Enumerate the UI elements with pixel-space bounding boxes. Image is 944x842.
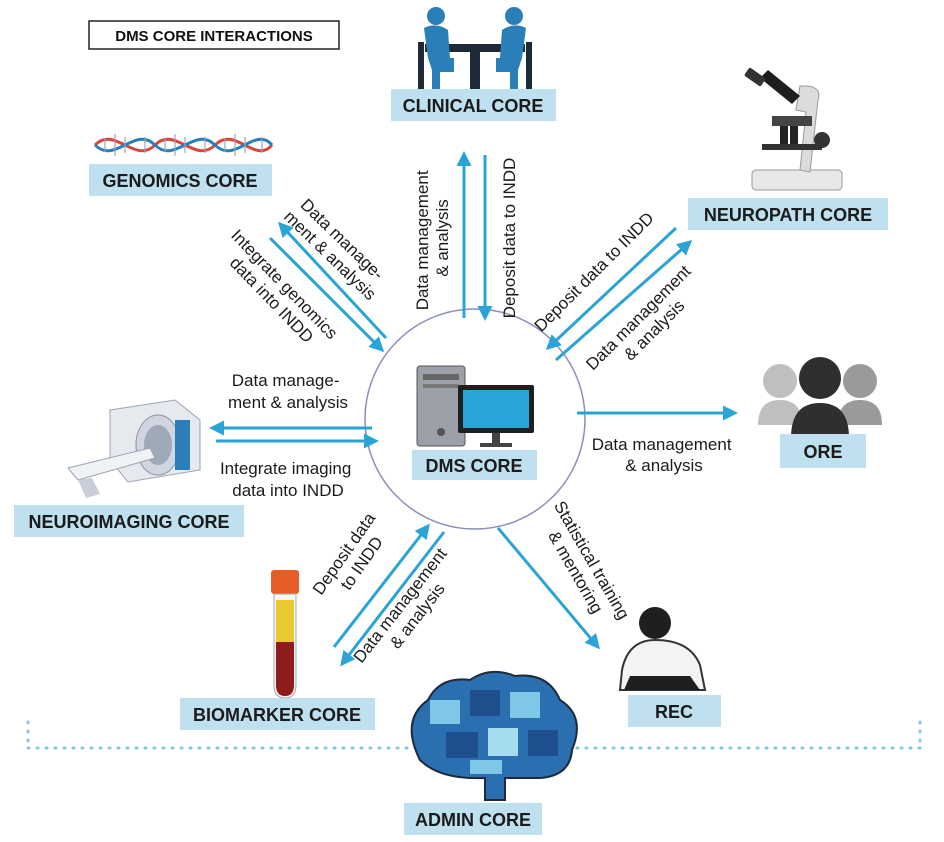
- people-group-icon: [758, 357, 882, 438]
- genomics-core-label: GENOMICS CORE: [89, 164, 272, 196]
- brain-puzzle-icon: [410, 670, 578, 801]
- blood-tube-icon: [271, 570, 299, 699]
- dms-core-text: DMS CORE: [425, 456, 522, 476]
- biomarker-core-text: BIOMARKER CORE: [193, 705, 361, 725]
- arrow-biomarker-to-dms: [332, 523, 430, 648]
- dna-helix-icon: [93, 134, 274, 156]
- clinical-consultation-icon: [418, 7, 532, 92]
- edge-label-ore-out: Data management & analysis: [592, 435, 737, 475]
- neuroimaging-core-label: NEUROIMAGING CORE: [14, 505, 244, 537]
- edge-label-imaging-in: Integrate imaging data into INDD: [220, 459, 356, 500]
- ore-label: ORE: [780, 434, 866, 468]
- clinical-core-label: CLINICAL CORE: [391, 89, 556, 121]
- edge-label-rec-out: Statistical training & mentoring: [533, 498, 636, 637]
- student-writing-icon: [618, 607, 707, 691]
- dms-core-label: DMS CORE: [412, 450, 537, 480]
- arrow-neuropath-to-dms-deposit: [545, 226, 678, 351]
- biomarker-core-label: BIOMARKER CORE: [180, 698, 375, 730]
- arrow-genomics-to-dms: [268, 236, 385, 353]
- neuropath-core-text: NEUROPATH CORE: [704, 205, 872, 225]
- diagram-title-text: DMS CORE INTERACTIONS: [115, 28, 313, 45]
- edge-label-imaging-out: Data manage- ment & analysis: [228, 371, 348, 412]
- edge-label-clinical-in: Deposit data to INDD: [500, 158, 519, 319]
- neuropath-core-label: NEUROPATH CORE: [688, 198, 888, 230]
- computer-icon: [416, 365, 534, 447]
- arrow-dms-to-biomarker: [340, 531, 446, 667]
- rec-label: REC: [628, 695, 721, 727]
- arrow-dms-to-rec: [496, 527, 600, 650]
- genomics-core-text: GENOMICS CORE: [102, 171, 257, 191]
- arrow-dms-to-neuropath: [555, 240, 693, 362]
- rec-text: REC: [655, 702, 693, 722]
- admin-core-label: ADMIN CORE: [404, 803, 542, 835]
- edge-label-biomarker-in: Deposit data to INDD: [309, 505, 398, 609]
- edge-label-clinical-out: Data management & analysis: [413, 166, 452, 311]
- mri-scanner-icon: [67, 399, 201, 498]
- microscope-icon: [744, 67, 843, 191]
- arrow-dms-to-genomics: [277, 221, 388, 340]
- diagram-title: DMS CORE INTERACTIONS: [88, 20, 340, 50]
- admin-core-text: ADMIN CORE: [415, 810, 531, 830]
- hub-ring: [364, 308, 586, 530]
- ore-text: ORE: [803, 442, 842, 462]
- neuroimaging-core-text: NEUROIMAGING CORE: [28, 512, 229, 532]
- clinical-core-text: CLINICAL CORE: [403, 96, 544, 116]
